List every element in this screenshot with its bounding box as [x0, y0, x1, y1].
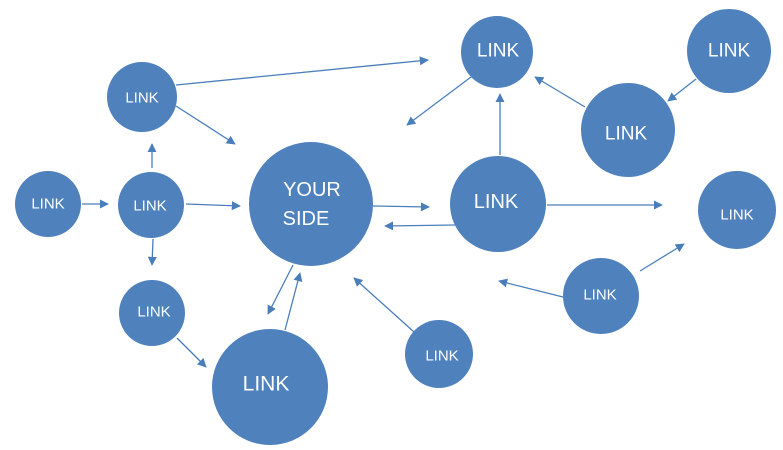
edge-bottomleft-to-bottombig	[176, 337, 207, 368]
edge-bottommid-to-center	[353, 277, 415, 333]
node-label: LINK	[243, 373, 290, 396]
node-circle	[212, 329, 328, 445]
node-label-line-1: YOUR	[283, 179, 341, 201]
node-link-top-center: LINK	[461, 16, 533, 88]
edge-center-to-bottombig	[267, 264, 294, 315]
node-link-bottom-mid: LINK	[405, 320, 473, 388]
node-link-left-1: LINK	[15, 171, 81, 237]
edge-left2-to-bottomleft	[147, 238, 157, 266]
node-link-top-right: LINK	[687, 9, 771, 93]
node-label: LINK	[583, 287, 616, 304]
edge-rightcenter-to-center	[384, 221, 456, 231]
node-link-right-mid: LINK	[581, 83, 675, 177]
node-circle	[405, 320, 473, 388]
edge-center-to-rightcenter	[372, 202, 430, 212]
node-label: LINK	[133, 198, 166, 215]
node-circle	[698, 171, 776, 249]
node-circle	[581, 83, 675, 177]
edge-topleft-to-topcenter	[175, 56, 429, 86]
node-label: LINK	[137, 304, 170, 321]
edge-left2-to-center	[185, 201, 241, 211]
node-label: LINK	[474, 191, 519, 213]
node-circle	[461, 16, 533, 88]
node-label: LINK	[477, 41, 520, 62]
node-circle	[107, 62, 177, 132]
node-circle	[15, 171, 81, 237]
node-label: LINK	[31, 196, 64, 213]
node-circle	[687, 9, 771, 93]
node-link-right-center: LINK	[450, 156, 546, 252]
node-link-bottom-big: LINK	[212, 329, 328, 445]
node-label: LINK	[125, 90, 158, 107]
edge-bottombig-to-center	[284, 272, 303, 331]
edge-bottomright-to-farright	[639, 243, 685, 272]
edges	[82, 56, 697, 368]
edge-topleft-to-center	[175, 105, 236, 145]
edge-rightmid-to-topcenter	[534, 76, 586, 108]
node-circle	[119, 280, 185, 346]
node-link-left-2: LINK	[118, 172, 184, 238]
node-circle	[249, 142, 373, 266]
node-link-top-left: LINK	[107, 62, 177, 132]
node-label: LINK	[720, 207, 753, 224]
node-label: LINK	[425, 348, 458, 365]
edge-topright-to-rightmid	[667, 78, 697, 102]
node-your-side: YOUR SIDE	[249, 142, 373, 266]
node-label-line-2: SIDE	[283, 208, 330, 230]
node-label: LINK	[605, 124, 648, 145]
node-circle	[563, 258, 639, 334]
node-label: LINK	[708, 41, 751, 62]
node-link-bottom-right: LINK	[563, 258, 639, 334]
node-circle	[450, 156, 546, 252]
nodes: YOUR SIDE LINK LINK LINK LINK LINK LINK	[15, 9, 776, 445]
node-link-far-right: LINK	[698, 171, 776, 249]
node-link-bottom-left-small: LINK	[119, 280, 185, 346]
node-circle	[118, 172, 184, 238]
edge-bottomright-to-left	[498, 278, 564, 298]
edge-topcenter-to-down	[406, 76, 472, 126]
